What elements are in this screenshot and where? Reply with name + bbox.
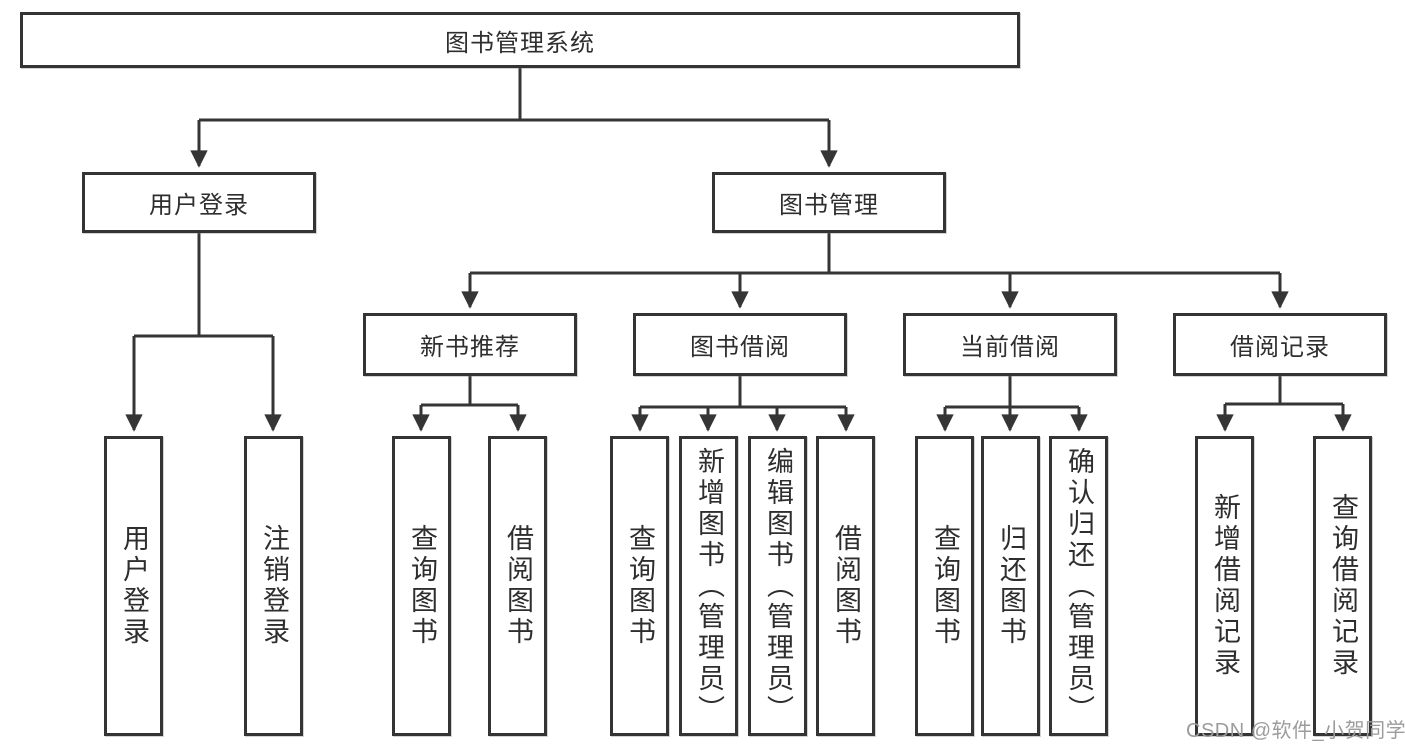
node-label: 归还图书: [996, 524, 1026, 648]
node-label: 编辑图书（管理员）: [763, 446, 793, 726]
node-label: 新增图书（管理员）: [694, 446, 724, 726]
connector-arrows: [125, 120, 1352, 432]
leaf-logout-login: 注销登录: [244, 436, 303, 736]
node-label: 当前借阅: [960, 334, 1060, 361]
node-label: 图书管理: [779, 192, 879, 219]
leaf-query-borrow-record: 查询借阅记录: [1313, 436, 1372, 736]
csdn-watermark: CSDN @软件_小贺同学: [1186, 720, 1405, 742]
node-label: 图书借阅: [690, 334, 790, 361]
node-label: 新书推荐: [420, 334, 520, 361]
leaf-edit-books-admin: 编辑图书（管理员）: [748, 436, 807, 736]
leaf-query-books-recommend: 查询图书: [392, 436, 451, 736]
node-label: 查询借阅记录: [1328, 493, 1358, 679]
node-current-borrowing: 当前借阅: [903, 313, 1117, 376]
node-book-management: 图书管理: [712, 172, 946, 233]
leaf-query-books-current: 查询图书: [915, 436, 974, 736]
node-label: 查询图书: [625, 524, 655, 648]
node-book-borrowing: 图书借阅: [633, 313, 847, 376]
node-label: 图书管理系统: [445, 29, 595, 57]
leaf-user-login: 用户登录: [104, 436, 163, 736]
node-label: 新增借阅记录: [1210, 493, 1240, 679]
leaf-add-books-admin: 新增图书（管理员）: [679, 436, 738, 736]
node-label: 借阅图书: [831, 524, 861, 648]
node-new-book-recommendation: 新书推荐: [363, 313, 577, 376]
node-label: 借阅图书: [503, 524, 533, 648]
node-label: 借阅记录: [1230, 334, 1330, 361]
leaf-confirm-return-admin: 确认归还（管理员）: [1049, 436, 1108, 736]
leaf-borrow-books-recommend: 借阅图书: [488, 436, 547, 736]
node-label: 确认归还（管理员）: [1064, 446, 1094, 726]
node-user-login: 用户登录: [82, 172, 316, 233]
leaf-query-books-borrow: 查询图书: [610, 436, 669, 736]
leaf-borrow-books-borrow: 借阅图书: [816, 436, 875, 736]
node-root-system: 图书管理系统: [20, 12, 1020, 68]
leaf-return-books: 归还图书: [981, 436, 1040, 736]
node-label: 查询图书: [930, 524, 960, 648]
node-label: 用户登录: [119, 524, 149, 648]
node-label: 查询图书: [407, 524, 437, 648]
node-borrowing-records: 借阅记录: [1173, 313, 1387, 376]
leaf-add-borrow-record: 新增借阅记录: [1195, 436, 1254, 736]
node-label: 注销登录: [259, 524, 289, 648]
node-label: 用户登录: [149, 192, 249, 219]
